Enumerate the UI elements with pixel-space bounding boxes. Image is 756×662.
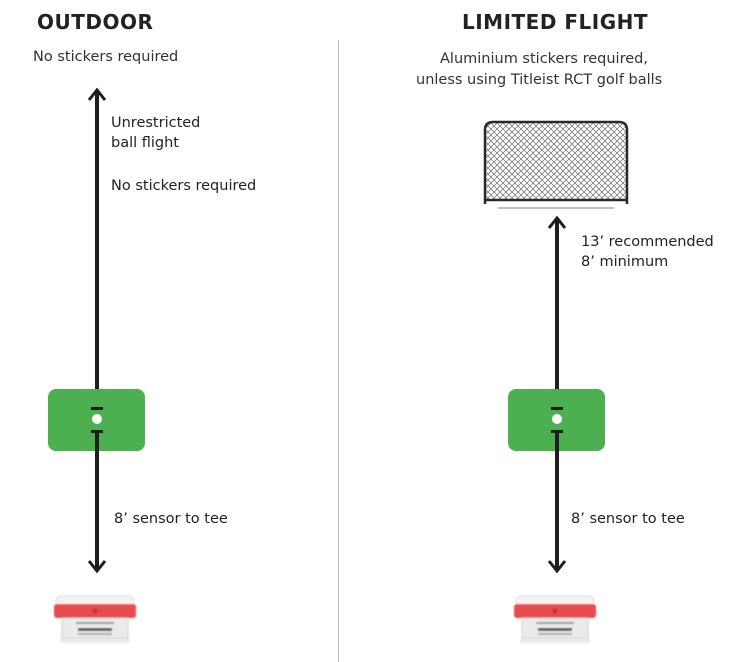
limited-subtitle-line2: unless using Titleist RCT golf balls xyxy=(416,72,663,88)
net-icon xyxy=(483,120,629,209)
limited-title: LIMITED FLIGHT xyxy=(462,10,649,34)
arrow-tee-cap-top xyxy=(91,407,103,410)
arrow-tee-cap-top xyxy=(551,407,563,410)
outdoor-sensor-distance: 8’ sensor to tee xyxy=(114,511,228,527)
arrow-down-icon xyxy=(547,431,567,574)
limited-subtitle-line1: Aluminium stickers required, xyxy=(440,51,648,67)
limited-sensor-distance: 8’ sensor to tee xyxy=(571,511,685,527)
outdoor-subtitle: No stickers required xyxy=(33,49,179,65)
limited-net-distance-recommended: 13’ recommended xyxy=(581,234,714,250)
limited-net-distance-minimum: 8’ minimum xyxy=(581,254,669,270)
outdoor-flight-label-line1: Unrestricted xyxy=(111,115,201,131)
outdoor-sticker-note: No stickers required xyxy=(111,178,257,194)
arrow-up-icon xyxy=(547,215,567,409)
arrow-up-icon xyxy=(87,87,107,409)
launch-monitor-icon xyxy=(514,595,596,643)
launch-monitor-icon xyxy=(54,595,136,643)
golf-ball-icon xyxy=(92,414,102,424)
arrow-down-icon xyxy=(87,431,107,574)
golf-ball-icon xyxy=(552,414,562,424)
column-divider xyxy=(338,40,339,662)
outdoor-title: OUTDOOR xyxy=(37,10,154,34)
outdoor-flight-label-line2: ball flight xyxy=(111,135,179,151)
